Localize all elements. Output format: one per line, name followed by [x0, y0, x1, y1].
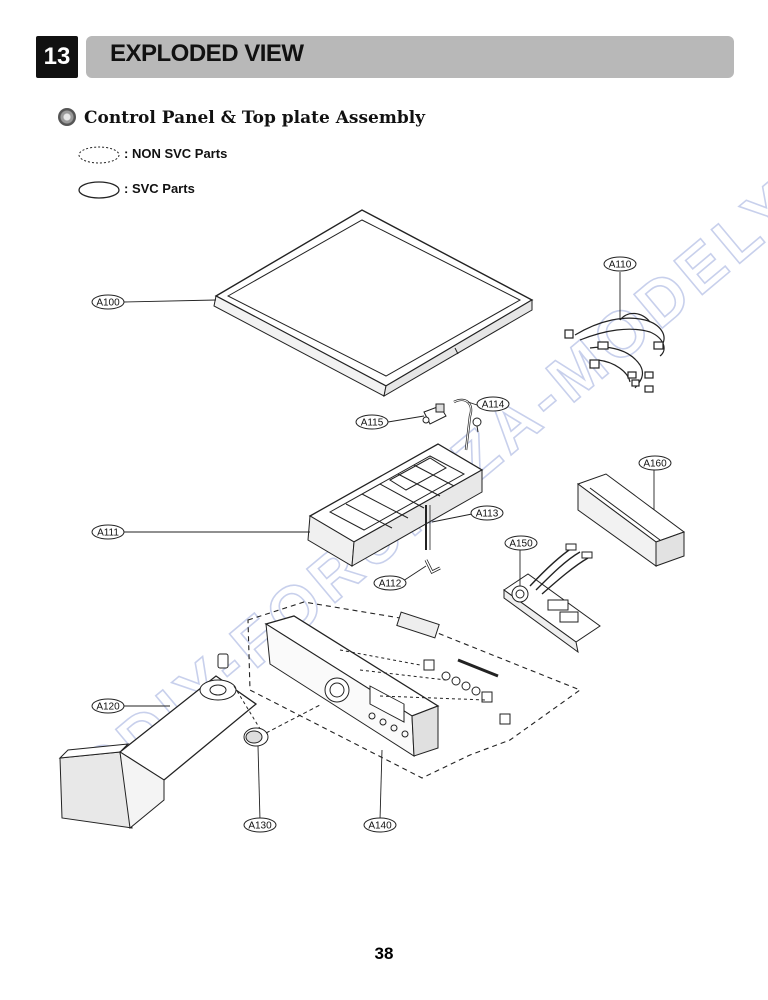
page-number: 38 — [374, 944, 394, 963]
header-bar — [86, 36, 734, 78]
wire-harness — [564, 312, 665, 393]
svg-text:A110: A110 — [609, 260, 632, 271]
valve-bracket — [422, 403, 447, 425]
legend-non-svc: : NON SVC Parts — [124, 146, 228, 161]
label-a140: A140 — [363, 817, 397, 833]
label-a115: A115 — [355, 414, 389, 430]
section-title: Control Panel & Top plate Assembly — [84, 108, 426, 128]
svg-text:A112: A112 — [379, 579, 402, 590]
svg-text:A113: A113 — [476, 509, 499, 520]
legend-svc: : SVC Parts — [124, 181, 195, 196]
top-plate — [213, 209, 534, 397]
svg-text:A100: A100 — [96, 298, 120, 309]
bullet-icon — [58, 108, 76, 126]
detergent-drawer — [58, 653, 269, 829]
svg-text:A111: A111 — [97, 528, 119, 539]
svc-symbol — [78, 181, 120, 199]
rotary-knob — [243, 704, 321, 747]
non-svc-outline-a140 — [247, 601, 582, 779]
label-a111: A111 — [91, 524, 125, 540]
svg-text:A120: A120 — [96, 702, 120, 713]
part-labels: A100 A110 A114 A115 A160 A111 A113 A150 … — [91, 256, 672, 833]
svg-text:A115: A115 — [361, 418, 384, 429]
svg-text:A114: A114 — [482, 400, 505, 411]
svg-text:A130: A130 — [248, 821, 272, 832]
section-number-badge: 13 — [36, 36, 78, 78]
dispenser-housing — [307, 443, 484, 567]
hose-clip — [453, 398, 482, 451]
pcb-cover — [576, 473, 686, 567]
label-a114: A114 — [476, 396, 510, 412]
svg-text:A140: A140 — [368, 821, 392, 832]
hose-elbow — [424, 559, 441, 575]
label-a130: A130 — [243, 817, 277, 833]
non-svc-symbol — [78, 146, 120, 164]
svg-text:A160: A160 — [643, 459, 667, 470]
label-a100: A100 — [91, 294, 125, 310]
label-a120: A120 — [91, 698, 125, 714]
main-pcb — [503, 543, 601, 654]
label-a150: A150 — [504, 535, 538, 551]
control-panel — [264, 611, 511, 757]
label-a113: A113 — [470, 505, 504, 521]
label-a112: A112 — [373, 575, 407, 591]
svg-text:A150: A150 — [509, 539, 533, 550]
page-title: EXPLODED VIEW — [110, 40, 304, 67]
label-a160: A160 — [638, 455, 672, 471]
label-a110: A110 — [603, 256, 637, 272]
